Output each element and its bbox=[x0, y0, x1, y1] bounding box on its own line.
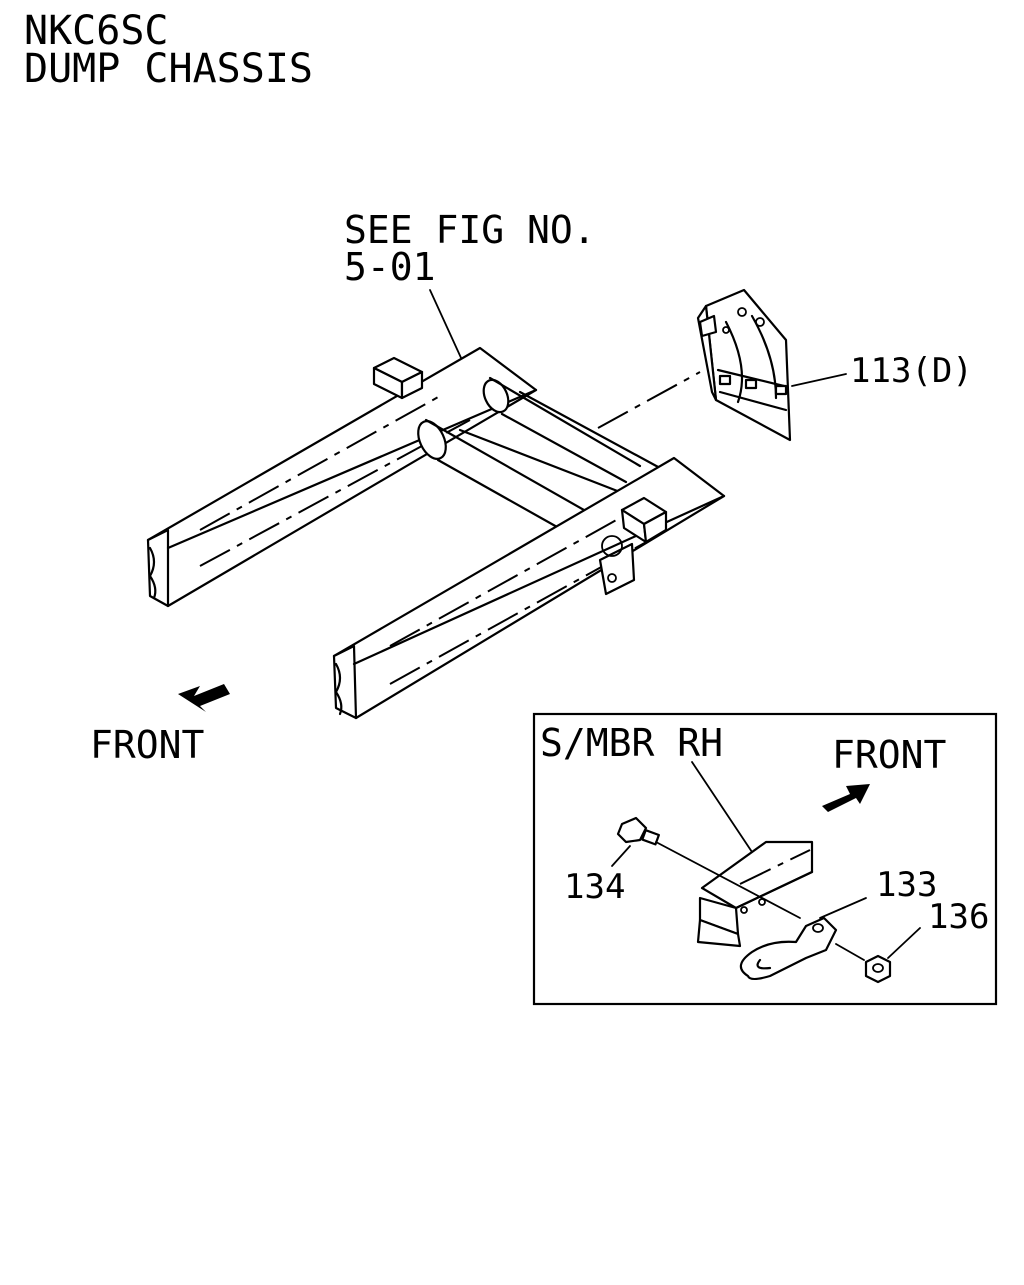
right-side-rail bbox=[332, 456, 726, 720]
rail-block-right bbox=[620, 496, 668, 544]
see-fig-number: 5-01 bbox=[344, 245, 436, 289]
nut-axis-line bbox=[835, 943, 865, 961]
cross-member-front bbox=[417, 418, 622, 534]
bracket-113 bbox=[696, 288, 792, 442]
see-fig-label: SEE FIG NO. bbox=[344, 208, 596, 252]
bracket-install-leader bbox=[597, 371, 701, 429]
callout-113: 113(D) bbox=[850, 351, 973, 391]
callout-113-leader bbox=[791, 373, 847, 387]
callout-136-leader bbox=[887, 927, 921, 959]
inset-front-label: FRONT bbox=[832, 733, 946, 777]
nut-136 bbox=[864, 954, 892, 984]
cross-member-rear bbox=[482, 376, 662, 484]
rail-bracket-right bbox=[598, 535, 636, 596]
inset-detail: S/MBR RH FRONT 134 bbox=[532, 712, 998, 1006]
left-side-rail bbox=[146, 346, 538, 608]
see-fig-leader bbox=[429, 289, 463, 361]
inset-title: S/MBR RH bbox=[540, 721, 723, 765]
rail-block-left bbox=[372, 356, 424, 400]
inset-front-arrow-icon bbox=[822, 784, 870, 812]
chassis-frame bbox=[146, 346, 726, 720]
callout-133-leader bbox=[819, 897, 867, 919]
front-arrow-icon bbox=[178, 684, 230, 712]
model-code: NKC6SC bbox=[24, 8, 169, 54]
bolt-axis-line bbox=[655, 841, 801, 919]
bolt-134 bbox=[616, 816, 660, 846]
callout-133: 133 bbox=[876, 865, 937, 905]
callout-134: 134 bbox=[564, 867, 625, 907]
side-member-leader bbox=[691, 761, 753, 853]
side-member-section bbox=[696, 840, 814, 948]
callout-134-leader bbox=[611, 845, 631, 867]
diagram-title: DUMP CHASSIS bbox=[24, 46, 313, 92]
front-label: FRONT bbox=[90, 723, 204, 767]
tow-hook-133 bbox=[739, 916, 838, 981]
callout-136: 136 bbox=[928, 897, 989, 937]
